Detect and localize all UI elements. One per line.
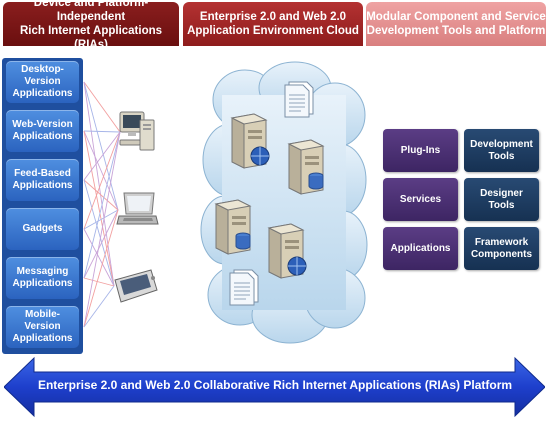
header-rias-line-1: Device and Platform-Independent xyxy=(33,0,149,23)
tile-label-line: Framework xyxy=(474,236,529,248)
connection-line xyxy=(83,228,115,287)
connection-line xyxy=(83,179,115,287)
client-mobile-version: Mobile- Version Applications xyxy=(6,306,79,348)
connection-line xyxy=(83,209,119,230)
client-gadgets: Gadgets xyxy=(6,208,79,250)
laptop-icon xyxy=(116,192,159,225)
connection-line xyxy=(83,131,121,279)
connection-line xyxy=(83,285,115,328)
tile-development-tools: Development Tools xyxy=(464,129,539,172)
client-label-line: Version xyxy=(24,76,61,87)
tile-label: Applications xyxy=(390,242,451,254)
client-label-line: Applications xyxy=(12,131,73,142)
client-label-line: Web-Version xyxy=(12,119,73,130)
connection-line xyxy=(83,209,119,328)
header-cloud-line-1: Enterprise 2.0 and Web 2.0 xyxy=(199,11,347,23)
tile-plug-ins: Plug-Ins xyxy=(383,129,458,172)
client-label-line: Applications xyxy=(12,180,73,191)
tile-label: Services xyxy=(399,193,442,205)
connection-line xyxy=(83,81,119,211)
connection-line xyxy=(83,277,115,287)
tile-framework-components: Framework Components xyxy=(464,227,539,270)
client-messaging: Messaging Applications xyxy=(6,257,79,299)
platform-label: Enterprise 2.0 and Web 2.0 Collaborative… xyxy=(37,378,513,392)
connection-line xyxy=(83,209,119,279)
pda-icon xyxy=(114,269,158,303)
desktop-computer-icon xyxy=(119,111,155,151)
client-desktop-version: Desktop- Version Applications xyxy=(6,61,79,103)
header-tools-line-2: Development Tools and Platform xyxy=(366,25,546,37)
connection-line xyxy=(83,81,115,287)
connection-line xyxy=(83,130,121,133)
client-feed-based: Feed-Based Applications xyxy=(6,159,79,201)
client-label-line: Messaging xyxy=(16,266,69,277)
tile-label-line: Designer xyxy=(480,187,523,199)
server-globe-icon xyxy=(230,113,270,169)
header-cloud: Enterprise 2.0 and Web 2.0 Application E… xyxy=(183,2,363,46)
connection-line xyxy=(83,130,115,287)
client-label-line: Gadgets xyxy=(22,223,63,234)
document-icon xyxy=(229,269,259,306)
header-tools-line-1: Modular Component and Service xyxy=(366,11,546,23)
server-globe-icon xyxy=(267,223,307,279)
server-database-icon xyxy=(214,199,252,255)
tile-applications: Applications xyxy=(383,227,458,270)
connection-line xyxy=(83,131,121,230)
tile-designer-tools: Designer Tools xyxy=(464,178,539,221)
client-applications-panel: Desktop- Version Applications Web-Versio… xyxy=(2,58,83,354)
tile-label-line: Components xyxy=(470,248,533,260)
header-cloud-line-2: Application Environment Cloud xyxy=(187,25,359,37)
connection-line xyxy=(83,131,121,328)
client-label-line: Applications xyxy=(12,333,73,344)
client-label-line: Applications xyxy=(12,88,73,99)
tile-label-line: Tools xyxy=(488,199,515,211)
client-label-line: Mobile- xyxy=(24,309,60,320)
header-rias-line-2: Rich Internet Applications (RIAs) xyxy=(19,25,163,51)
connection-line xyxy=(83,131,121,181)
client-label-line: Applications xyxy=(12,278,73,289)
header-tools: Modular Component and Service Developmen… xyxy=(366,2,546,46)
tile-services: Services xyxy=(383,178,458,221)
platform-double-arrow xyxy=(4,356,545,418)
tile-label-line: Tools xyxy=(488,150,515,162)
connection-line xyxy=(83,179,119,211)
client-label-line: Version xyxy=(24,321,61,332)
server-database-icon xyxy=(287,139,325,195)
tile-label: Plug-Ins xyxy=(400,144,441,156)
client-label-line: Feed-Based xyxy=(14,168,71,179)
connection-line xyxy=(83,81,121,133)
tile-label-line: Development xyxy=(470,138,533,150)
document-icon xyxy=(284,81,314,118)
header-rias: Device and Platform-Independent Rich Int… xyxy=(3,0,179,51)
client-web-version: Web-Version Applications xyxy=(6,110,79,152)
client-label-line: Desktop- xyxy=(21,64,64,75)
connection-line xyxy=(83,130,119,211)
